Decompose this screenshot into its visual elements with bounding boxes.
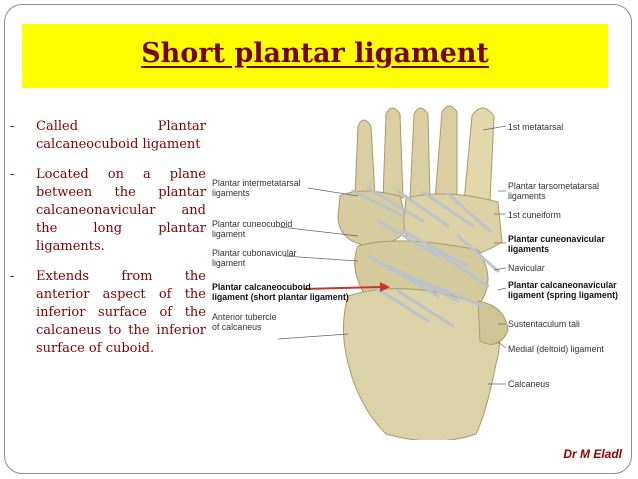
slide-title: Short plantar ligament bbox=[141, 38, 489, 69]
bullet-item: - Located on a plane between the plantar… bbox=[10, 166, 206, 256]
label-sustentaculum-tali: Sustentaculum tali bbox=[508, 319, 580, 329]
label-1st-cuneiform: 1st cuneiform bbox=[508, 210, 561, 220]
label-deltoid-ligament: Medial (deltoid) ligament bbox=[508, 344, 604, 354]
ligament-bands bbox=[351, 186, 500, 328]
bullet-marker: - bbox=[10, 269, 15, 284]
bullet-text: Extends from the anterior aspect of the … bbox=[36, 269, 206, 356]
author-credit: Dr M Eladl bbox=[563, 447, 622, 461]
bullet-text: Called Plantar calcaneocuboid ligament bbox=[36, 119, 206, 152]
bullet-text: Located on a plane between the plantar c… bbox=[36, 167, 206, 254]
foot-bones-drawing bbox=[337, 105, 509, 442]
label-navicular: Navicular bbox=[508, 263, 545, 273]
bullet-item: - Extends from the anterior aspect of th… bbox=[10, 268, 206, 358]
label-calcaneus: Calcaneus bbox=[508, 379, 550, 389]
pointer-arrow bbox=[303, 282, 390, 292]
label-1st-metatarsal: 1st metatarsal bbox=[508, 122, 563, 132]
bullet-marker: - bbox=[10, 119, 15, 134]
bullet-list: - Called Plantar calcaneocuboid ligament… bbox=[10, 118, 206, 370]
bullet-marker: - bbox=[10, 167, 15, 182]
leader-lines bbox=[277, 125, 507, 385]
bullet-item: - Called Plantar calcaneocuboid ligament bbox=[10, 118, 206, 154]
title-banner: Short plantar ligament bbox=[22, 24, 608, 88]
